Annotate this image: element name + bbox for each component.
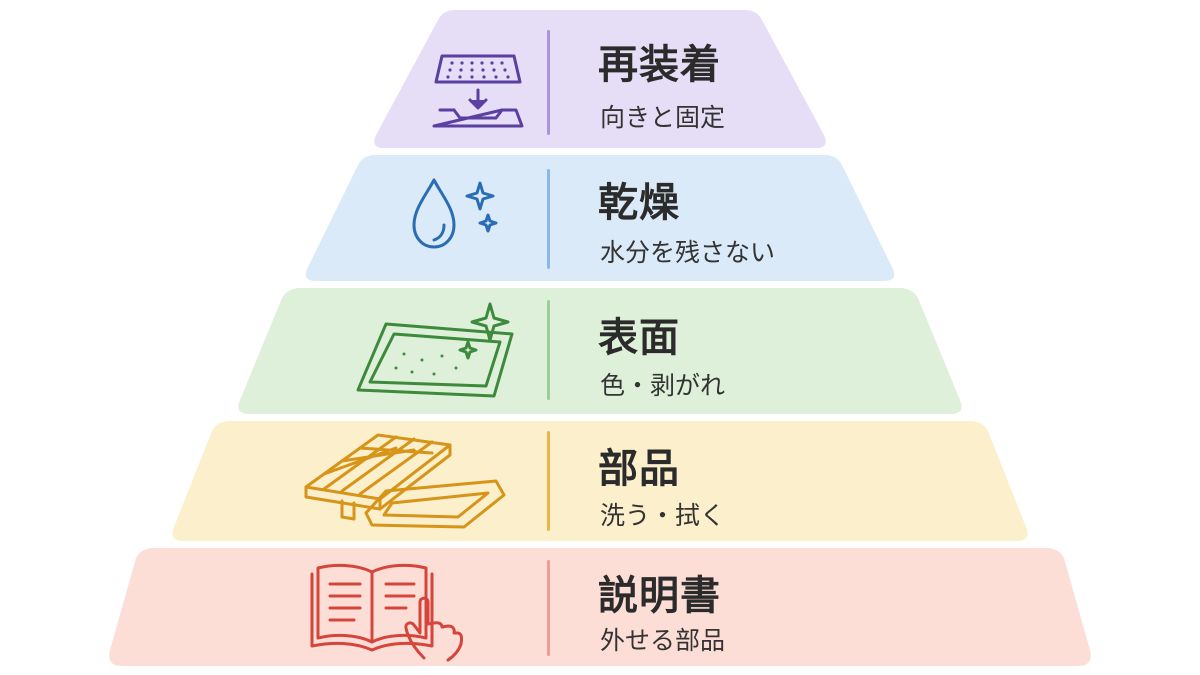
tier-divider: [547, 431, 550, 531]
tier-subtitle: 向きと固定: [600, 103, 726, 132]
manual-hand-icon: [310, 563, 464, 662]
water-drop-sparkle-icon: [412, 178, 498, 249]
pyramid-tier-manual: 説明書 外せる部品: [0, 548, 1200, 666]
tier-subtitle: 水分を残さない: [600, 238, 776, 267]
tier-subtitle: 外せる部品: [600, 626, 726, 655]
tier-divider: [547, 300, 550, 400]
pyramid-tier-drying: 乾燥 水分を残さない: [0, 155, 1200, 281]
pyramid-tier-reinstall: 再装着 向きと固定: [0, 10, 1200, 148]
pyramid-tier-surface: 表面 色・剥がれ: [0, 288, 1200, 414]
tier-title: 表面: [598, 315, 680, 361]
filter-reinstall-icon: [432, 54, 524, 128]
tier-title: 乾燥: [598, 180, 680, 226]
clean-surface-icon: [356, 302, 514, 398]
tier-divider: [547, 560, 550, 656]
tier-subtitle: 色・剥がれ: [600, 371, 726, 400]
tier-divider: [547, 169, 550, 269]
tier-title: 部品: [598, 446, 680, 492]
tier-subtitle: 洗う・拭く: [600, 501, 726, 530]
tier-background: [305, 155, 895, 281]
tier-title: 説明書: [598, 573, 721, 619]
tier-divider: [547, 30, 550, 135]
tier-title: 再装着: [598, 42, 721, 88]
filter-parts-icon: [304, 433, 506, 529]
pyramid-tier-parts: 部品 洗う・拭く: [0, 421, 1200, 541]
